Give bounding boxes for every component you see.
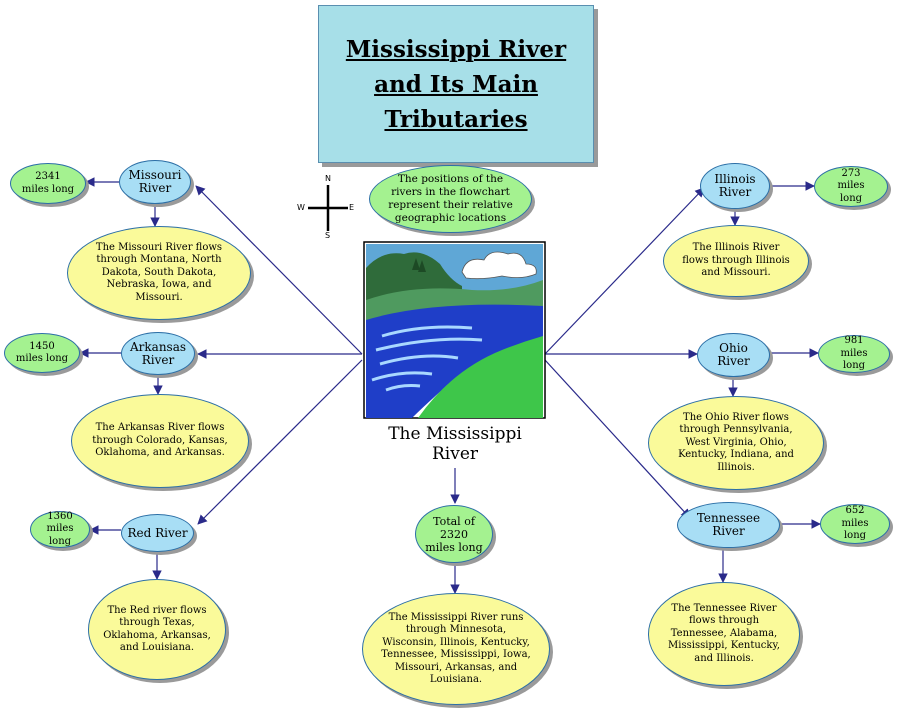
edge-center-to-illinois bbox=[544, 187, 705, 355]
red-node: Red River bbox=[121, 514, 194, 552]
title-box: Mississippi River and Its Main Tributari… bbox=[318, 5, 594, 163]
illinois-description-node: The Illinois River flows through Illinoi… bbox=[663, 225, 809, 297]
center-label-line-1: The Mississippi bbox=[388, 424, 522, 444]
ohio-length-node: 981 miles long bbox=[818, 335, 890, 373]
center-label: The Mississippi River bbox=[360, 424, 550, 464]
positions-note: The positions of the rivers in the flowc… bbox=[369, 165, 532, 233]
illinois-node: Illinois River bbox=[700, 163, 770, 209]
title-line-2: and Its Main bbox=[374, 70, 538, 98]
ohio-description-node: The Ohio River flows through Pennsylvani… bbox=[648, 396, 824, 490]
title-line-3: Tributaries bbox=[384, 105, 528, 133]
red-description-node: The Red river flows through Texas, Oklah… bbox=[88, 579, 226, 680]
missouri-length-node: 2341 miles long bbox=[10, 163, 86, 204]
arkansas-node: Arkansas River bbox=[121, 332, 195, 375]
edge-center-to-red bbox=[197, 359, 363, 525]
compass-cross-icon bbox=[308, 185, 348, 231]
missouri-description-node: The Missouri River flows through Montana… bbox=[67, 226, 251, 320]
missouri-node: Missouri River bbox=[119, 160, 191, 204]
title-line-1: Mississippi River bbox=[345, 35, 567, 63]
edge-center-to-missouri bbox=[195, 185, 363, 355]
illinois-length-node: 273 miles long bbox=[814, 166, 888, 207]
compass-south: S bbox=[325, 231, 331, 240]
arkansas-length-node: 1450 miles long bbox=[4, 333, 80, 373]
tennessee-length-node: 652 miles long bbox=[820, 504, 890, 544]
compass-west: W bbox=[297, 203, 305, 212]
compass-east: E bbox=[349, 203, 355, 212]
center-length-node: Total of 2320 miles long bbox=[415, 505, 493, 563]
compass-north: N bbox=[325, 174, 331, 183]
center-description-node: The Mississippi River runs through Minne… bbox=[362, 593, 550, 705]
red-length-node: 1360 miles long bbox=[30, 511, 90, 548]
ohio-node: Ohio River bbox=[697, 333, 770, 377]
compass-icon: N S E W bbox=[296, 173, 360, 243]
edge-center-to-tennessee bbox=[544, 359, 691, 519]
center-label-line-2: River bbox=[431, 444, 479, 464]
mississippi-river-picture bbox=[362, 240, 547, 420]
arkansas-description-node: The Arkansas River flows through Colorad… bbox=[71, 394, 249, 488]
river-landscape-icon bbox=[363, 241, 546, 419]
tennessee-node: Tennessee River bbox=[677, 502, 780, 548]
tennessee-description-node: The Tennessee River flows through Tennes… bbox=[648, 582, 800, 686]
